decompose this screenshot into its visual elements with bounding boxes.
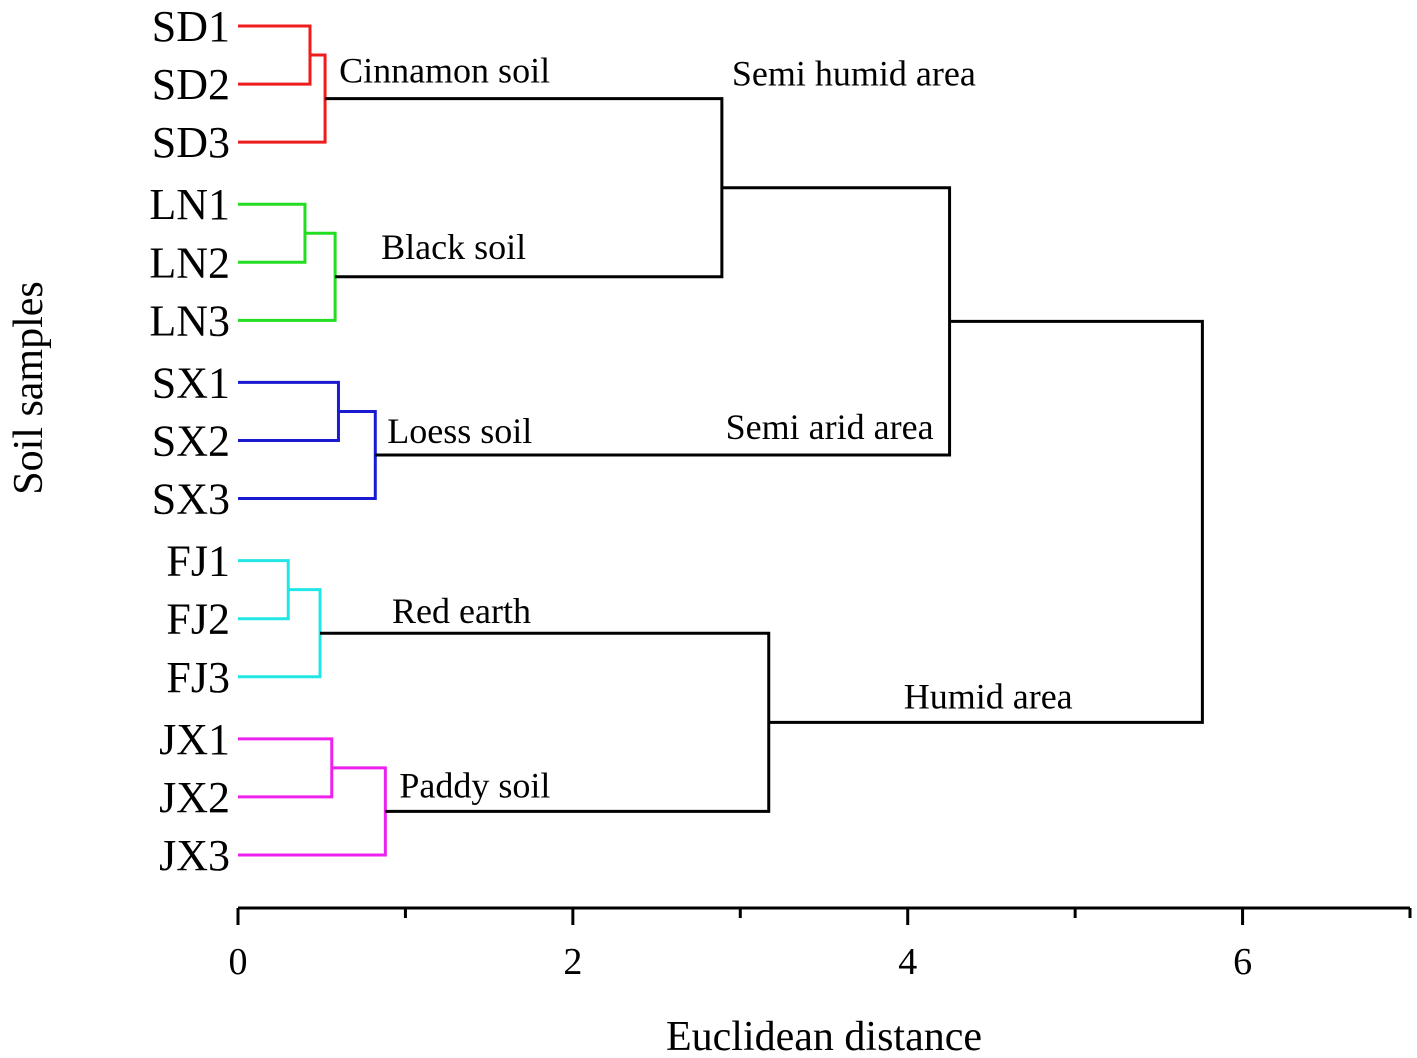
x-tick-label-6: 6 (1233, 941, 1252, 983)
branch-m_sd (238, 53, 327, 144)
leaf-label-sx1: SX1 (152, 358, 230, 407)
leaf-label-jx2: JX2 (159, 773, 230, 822)
cluster-label-m_sx: Loess soil (387, 411, 532, 451)
x-axis: 0 2 4 6 (229, 906, 1412, 983)
leaf-label-sd1: SD1 (152, 2, 230, 51)
x-tick-label-0: 0 (229, 941, 248, 983)
branch-m_root (768, 319, 1204, 724)
branch-m_sx12 (238, 380, 340, 442)
leaf-label-fj2: FJ2 (166, 595, 230, 644)
cluster-label-m_semihumid: Semi humid area (732, 54, 976, 94)
branch-m_jx12 (238, 737, 334, 799)
branch-m_ln12 (238, 202, 307, 264)
x-axis-title: Euclidean distance (666, 1014, 982, 1058)
cluster-label-m_semiarid: Semi arid area (726, 407, 934, 447)
branches (238, 24, 1204, 857)
leaf-label-sx2: SX2 (152, 416, 230, 465)
branch-m_ln (238, 231, 337, 322)
branch-m_semiarid (375, 186, 952, 457)
leaf-label-jx1: JX1 (159, 715, 230, 764)
leaf-label-ln1: LN1 (149, 180, 230, 229)
leaf-label-fj3: FJ3 (166, 653, 230, 702)
leaf-label-fj1: FJ1 (166, 537, 230, 586)
leaf-label-sd2: SD2 (152, 60, 230, 109)
leaf-label-sd3: SD3 (152, 118, 230, 167)
leaf-labels: SD1SD2SD3LN1LN2LN3SX1SX2SX3FJ1FJ2FJ3JX1J… (149, 2, 230, 880)
branch-m_jx (238, 766, 387, 857)
x-tick-label-2: 2 (563, 941, 582, 983)
leaf-label-ln2: LN2 (149, 238, 230, 287)
y-axis-title: Soil samples (6, 281, 52, 495)
cluster-label-m_sd: Cinnamon soil (339, 51, 550, 91)
cluster-label-m_fj: Red earth (392, 591, 531, 631)
x-tick-label-4: 4 (898, 941, 917, 983)
cluster-label-m_ln: Black soil (381, 227, 526, 267)
leaf-label-sx3: SX3 (152, 475, 230, 524)
branch-m_sx (238, 409, 377, 501)
branch-m_sd12 (238, 24, 312, 86)
branch-m_fj (238, 588, 322, 679)
leaf-label-ln3: LN3 (149, 296, 230, 345)
leaf-label-jx3: JX3 (159, 831, 230, 880)
cluster-label-m_humid: Humid area (904, 676, 1073, 716)
branch-m_fj12 (238, 559, 290, 621)
cluster-label-m_jx: Paddy soil (399, 765, 550, 805)
